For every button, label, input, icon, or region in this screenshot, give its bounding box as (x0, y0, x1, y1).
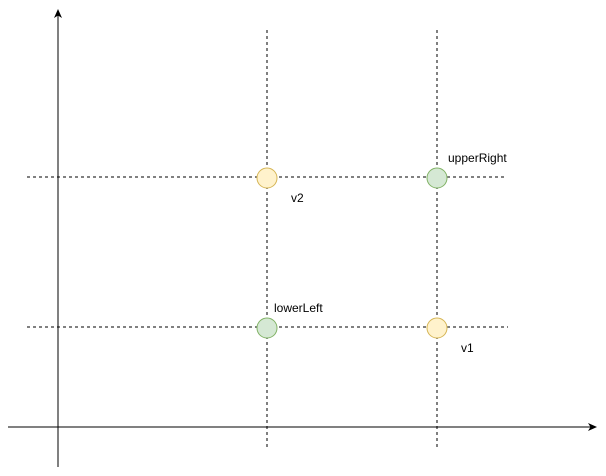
label-v2: v2 (291, 191, 304, 205)
point-v2 (256, 167, 278, 189)
label-lower-left: lowerLeft (274, 301, 323, 315)
label-v1: v1 (461, 341, 474, 355)
label-upper-right: upperRight (448, 151, 507, 165)
point-upper-right (426, 167, 448, 189)
point-v1 (426, 317, 448, 339)
point-lower-left (256, 317, 278, 339)
